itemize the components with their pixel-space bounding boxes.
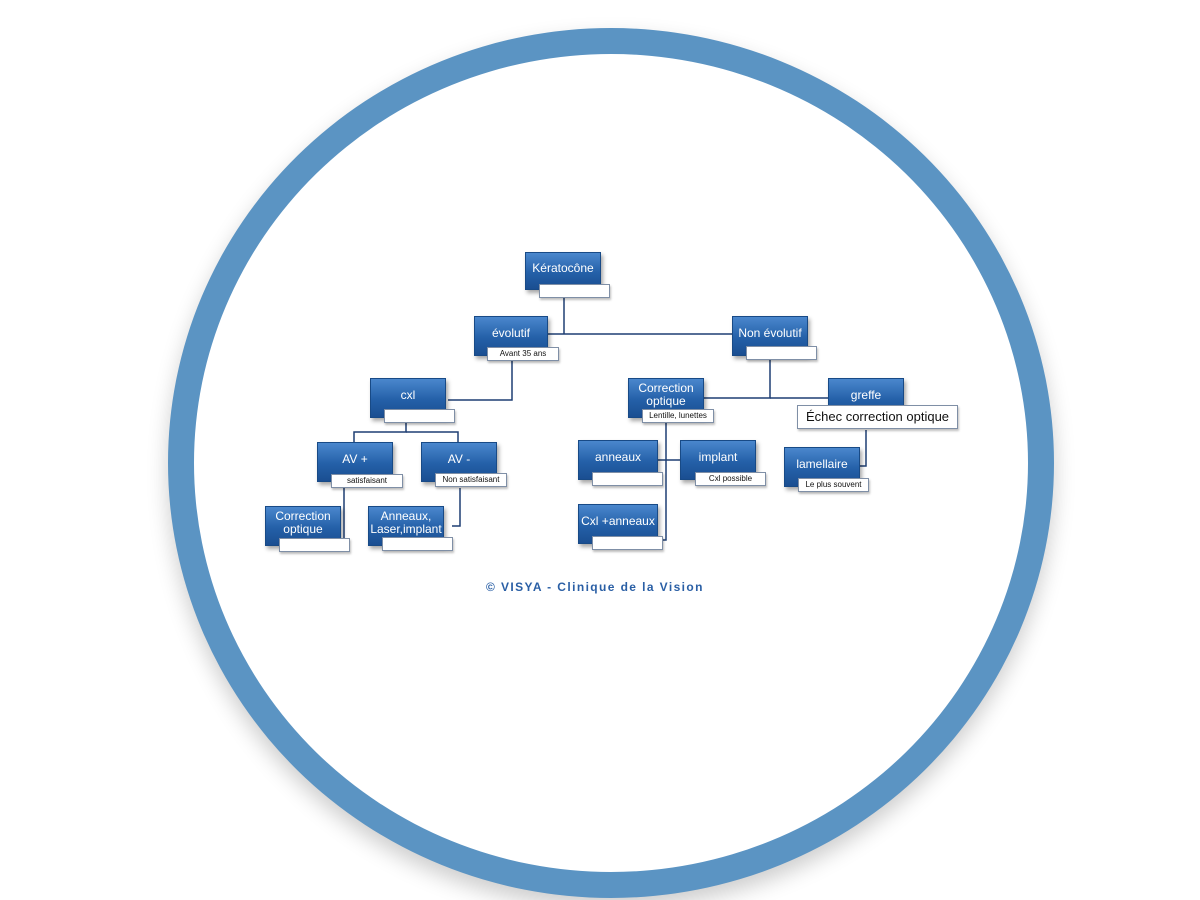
node-implant-tag: Cxl possible (695, 472, 766, 486)
node-cxl-label: cxl (400, 387, 416, 402)
node-lamellaire-label: lamellaire (796, 456, 848, 471)
node-cxl-tag (384, 409, 455, 423)
node-greffe-label: greffe (850, 387, 882, 402)
node-anneaux-tag (592, 472, 663, 486)
connector-greffe-lamellaire (858, 430, 867, 467)
node-correction-optique-left-tag (279, 538, 350, 552)
node-av-plus-tag: satisfaisant (331, 474, 403, 488)
node-evolutif-label: évolutif (491, 325, 531, 340)
node-correction-optique-left-label: Correction optique (275, 509, 331, 536)
node-anneaux-laser-implant-tag (382, 537, 453, 551)
node-cxl-anneaux-label: Cxl +anneaux (581, 513, 655, 528)
node-keratocone-label: Kératocône (532, 260, 594, 275)
connector-av-minus-anneaux (452, 488, 461, 527)
node-cxl-anneaux-tag (592, 536, 663, 550)
credit-text: © VISYA - Clinique de la Vision (486, 580, 704, 594)
connector-cxl-av-plus (353, 420, 407, 442)
connector-evolutif-cxl (448, 356, 513, 401)
node-lamellaire-tag: Le plus souvent (798, 478, 869, 492)
connector-cxl-av-minus (406, 431, 459, 442)
node-evolutif-tag: Avant 35 ans (487, 347, 559, 361)
node-av-minus-tag: Non satisfaisant (435, 473, 507, 487)
node-av-plus-label: AV + (342, 451, 368, 466)
node-keratocone: Kératocône (525, 252, 601, 290)
node-implant-label: implant (698, 449, 738, 464)
node-anneaux-laser-implant-label: Anneaux, Laser,implant (370, 509, 442, 536)
node-keratocone-tag (539, 284, 610, 298)
node-non-evolutif-tag (746, 346, 817, 360)
node-correction-optique-right-tag: Lentille, lunettes (642, 409, 714, 423)
node-correction-optique-right-label: Correction optique (638, 381, 694, 408)
node-anneaux-label: anneaux (594, 449, 642, 464)
node-non-evolutif-label: Non évolutif (738, 325, 802, 340)
connector-non-evolutif-branches (704, 358, 771, 399)
node-av-minus-label: AV - (447, 451, 471, 466)
node-greffe-tag: Échec correction optique (797, 405, 958, 429)
